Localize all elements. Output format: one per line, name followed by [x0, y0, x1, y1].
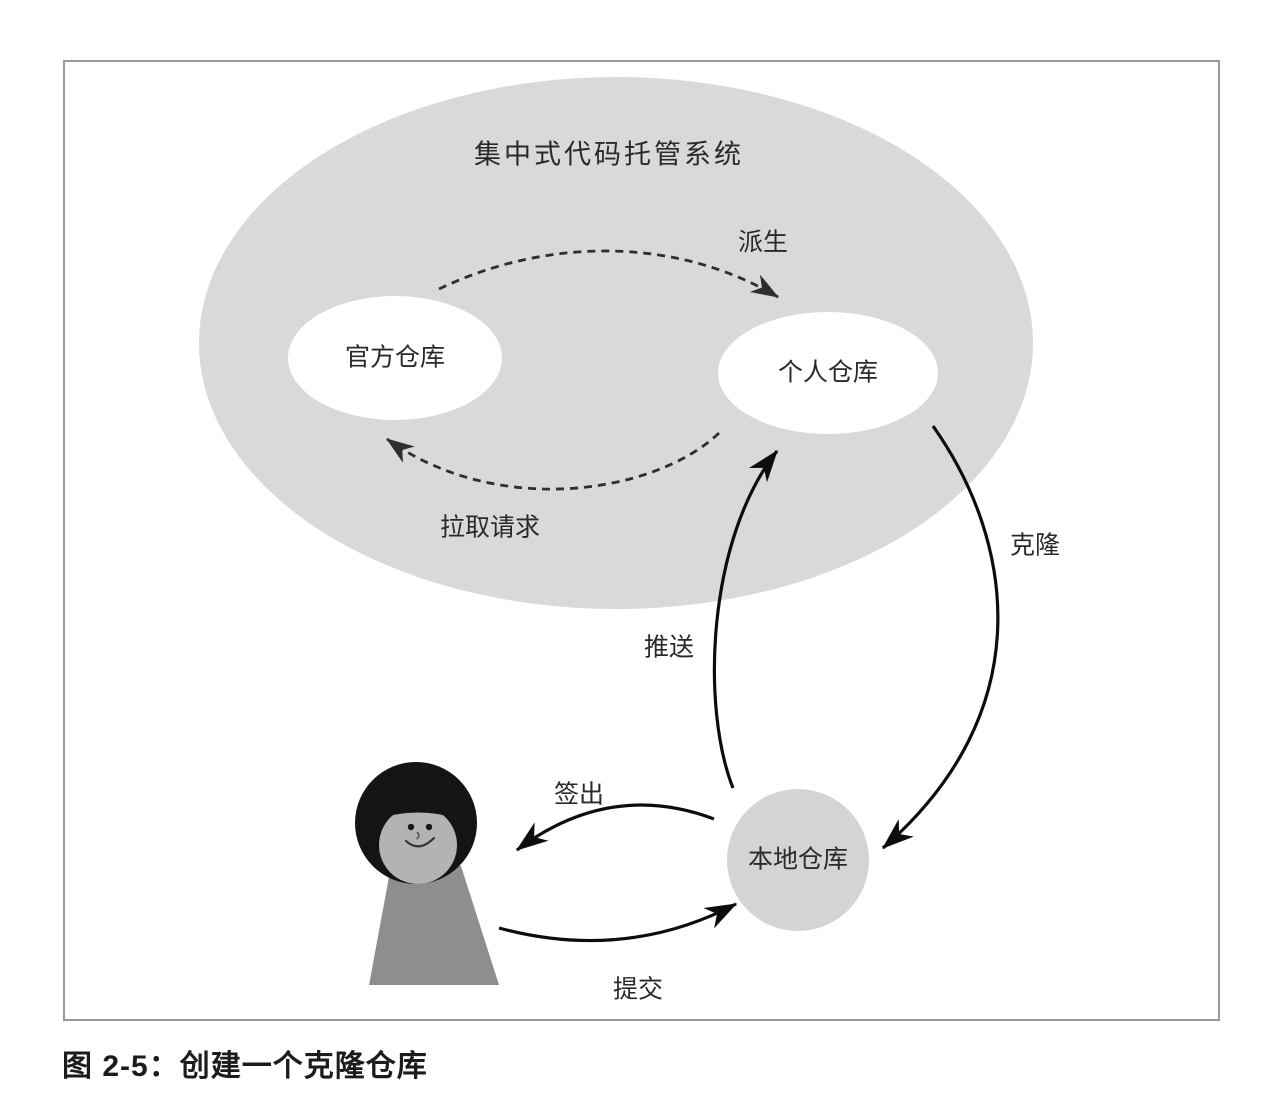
commit-label: 提交: [612, 976, 664, 1004]
fork-arrow: [438, 249, 779, 299]
fork-label: 派生: [737, 229, 789, 257]
checkout-arrow: [515, 803, 715, 852]
pull-request-arrow: [386, 431, 720, 491]
local-repo-node: [727, 789, 869, 931]
user-face: [379, 806, 457, 884]
user-smile: [404, 836, 436, 848]
local-repo-label: 本地仓库: [747, 846, 849, 874]
user-bangs: [377, 784, 459, 819]
commit-arrow: [498, 902, 738, 943]
hosting-system-cloud: [199, 77, 1033, 609]
pull-request-label: 拉取请求: [439, 514, 541, 542]
official-repo-node: [288, 296, 502, 420]
user-eye-right: [425, 823, 433, 831]
diagram-canvas: [199, 77, 1033, 985]
hosting-system-label: 集中式代码托管系统: [474, 139, 744, 170]
clone-label: 克隆: [1009, 532, 1061, 560]
user-eye-left: [407, 823, 415, 831]
user-nose: [416, 831, 420, 840]
user-figure: [355, 762, 499, 985]
push-arrow: [712, 449, 779, 789]
official-repo-label: 官方仓库: [344, 344, 446, 372]
figure-caption: 图 2-5：创建一个克隆仓库: [62, 1050, 428, 1083]
checkout-label: 签出: [553, 781, 605, 809]
personal-repo-label: 个人仓库: [777, 359, 879, 387]
diagram-frame: 集中式代码托管系统 官方仓库 个人仓库 本地仓库 派生 拉取请求 克隆 推送 签…: [63, 60, 1220, 1021]
clone-arrow: [881, 425, 1000, 850]
push-label: 推送: [643, 634, 695, 662]
personal-repo-node: [718, 312, 938, 434]
user-body: [369, 866, 499, 985]
